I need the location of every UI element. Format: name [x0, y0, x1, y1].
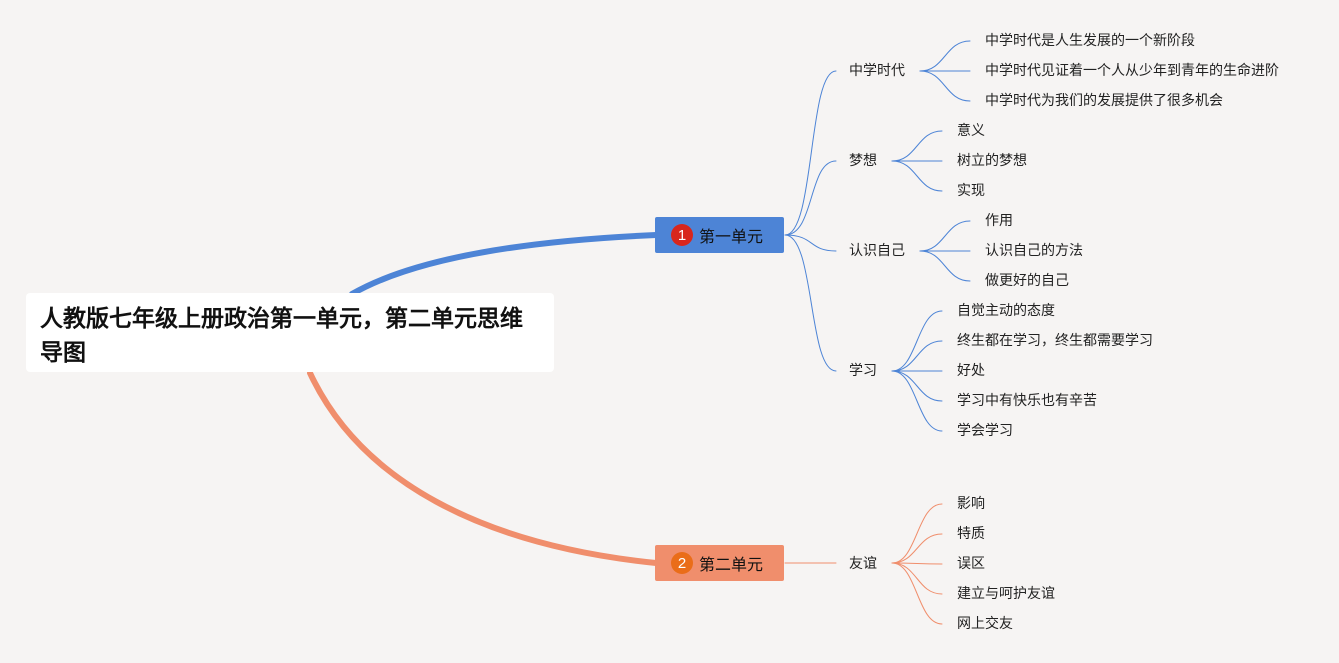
branch-unit-2[interactable]: 2 第二单元: [655, 545, 784, 581]
connector-topic-item: [919, 70, 971, 102]
connector-topic-item: [891, 533, 943, 564]
subtopic[interactable]: 树立的梦想: [957, 153, 1027, 169]
priority-badge-2: 2: [671, 552, 693, 574]
connector-topic-item: [891, 370, 943, 432]
branch-label-unit-1: 第一单元: [699, 227, 764, 246]
connector-topic-item: [891, 503, 943, 564]
subtopic[interactable]: 终生都在学习，终生都需要学习: [957, 333, 1153, 349]
connector-topic-item: [891, 310, 943, 372]
topic-dream[interactable]: 梦想: [849, 153, 877, 169]
subtopic[interactable]: 中学时代是人生发展的一个新阶段: [985, 33, 1195, 49]
subtopic[interactable]: 中学时代见证着一个人从少年到青年的生命进阶: [985, 63, 1279, 79]
root-topic[interactable]: 人教版七年级上册政治第一单元，第二单元思维导图: [26, 293, 554, 372]
connector-topic-item: [919, 40, 971, 72]
connector-root-unit-2: [307, 370, 659, 566]
subtopic[interactable]: 中学时代为我们的发展提供了很多机会: [985, 93, 1223, 109]
connector-root-unit-1: [349, 232, 659, 297]
topic-friendship[interactable]: 友谊: [849, 556, 877, 572]
connector-topic-item: [891, 562, 943, 565]
subtopic[interactable]: 实现: [957, 183, 985, 199]
root-title: 人教版七年级上册政治第一单元，第二单元思维导图: [40, 306, 523, 366]
subtopic[interactable]: 学会学习: [957, 423, 1013, 439]
connector-topic-item: [919, 250, 971, 282]
subtopic[interactable]: 误区: [957, 556, 985, 572]
connector-topic-item: [919, 220, 971, 252]
topic-study[interactable]: 学习: [849, 363, 877, 379]
subtopic[interactable]: 好处: [957, 363, 985, 379]
subtopic[interactable]: 特质: [957, 526, 985, 542]
connector-branch-topic: [784, 160, 837, 236]
branch-label-unit-2: 第二单元: [699, 555, 764, 574]
topic-middle-school[interactable]: 中学时代: [849, 63, 905, 79]
subtopic[interactable]: 建立与呵护友谊: [957, 586, 1055, 602]
connector-topic-item: [891, 130, 943, 162]
subtopic[interactable]: 做更好的自己: [985, 273, 1069, 289]
subtopic[interactable]: 意义: [957, 123, 985, 139]
connector-topic-item: [891, 340, 943, 372]
priority-badge-1: 1: [671, 224, 693, 246]
branch-unit-1[interactable]: 1 第一单元: [655, 217, 784, 253]
subtopic[interactable]: 作用: [985, 213, 1013, 229]
connector-topic-item: [891, 562, 943, 625]
connector-branch-topic: [784, 70, 837, 236]
connector-branch-topic: [784, 234, 837, 372]
subtopic[interactable]: 自觉主动的态度: [957, 303, 1055, 319]
topic-know-yourself[interactable]: 认识自己: [849, 243, 905, 259]
subtopic[interactable]: 学习中有快乐也有辛苦: [957, 393, 1097, 409]
connector-topic-item: [891, 562, 943, 595]
connector-topic-item: [891, 160, 943, 192]
subtopic[interactable]: 网上交友: [957, 616, 1013, 632]
connector-branch-topic: [784, 234, 837, 252]
subtopic[interactable]: 认识自己的方法: [985, 243, 1083, 259]
subtopic[interactable]: 影响: [957, 496, 985, 512]
connector-topic-item: [891, 370, 943, 402]
